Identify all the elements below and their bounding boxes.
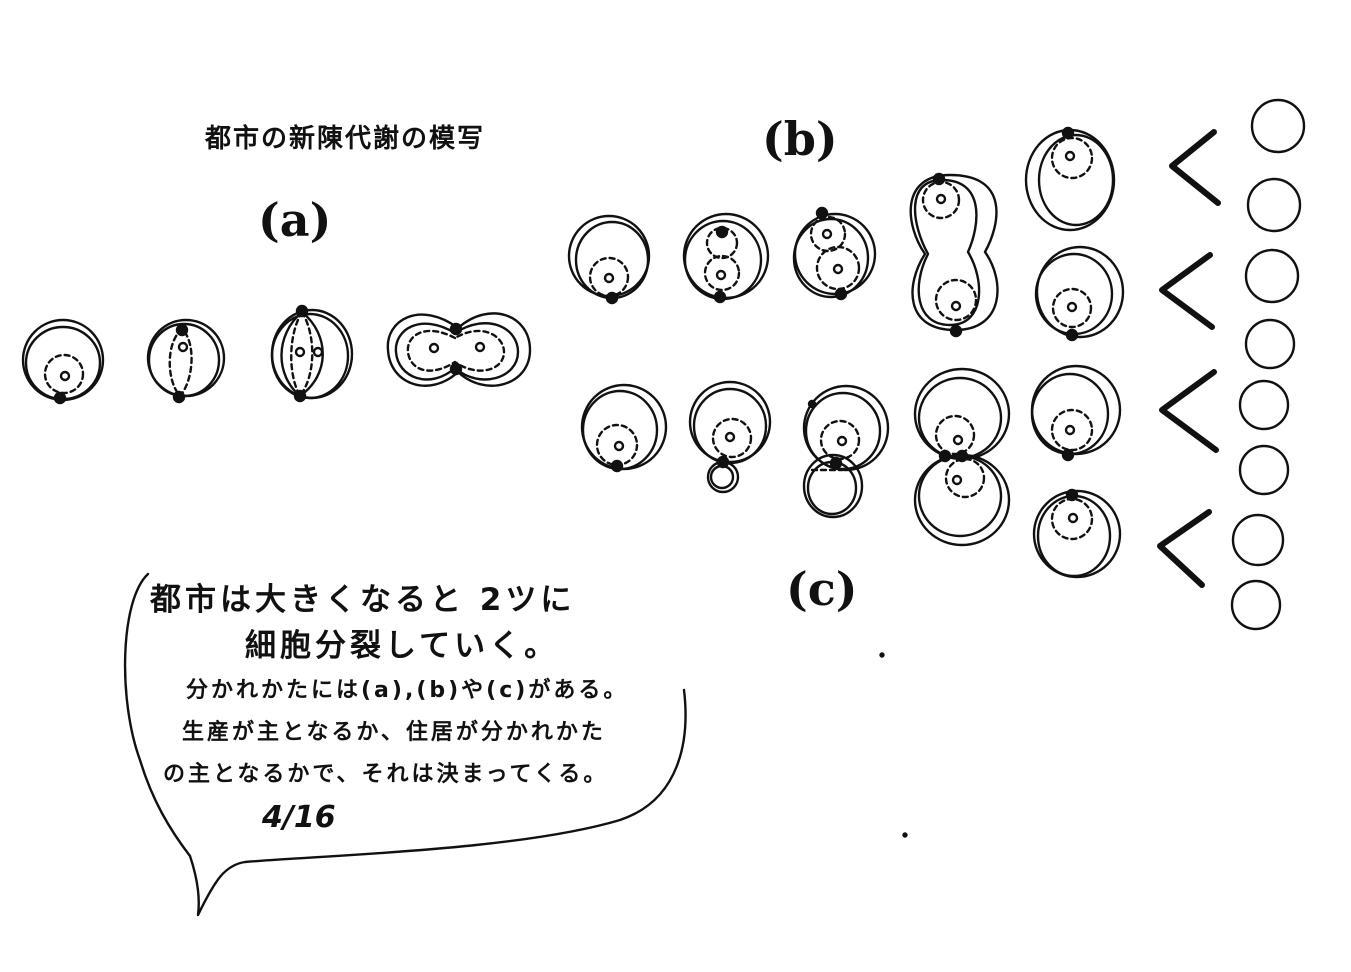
cell-c6 [1032, 488, 1122, 579]
note-line-1: 都市は大きくなると 2ツに [150, 582, 576, 618]
note-line-2: 細胞分裂していく。 [245, 628, 560, 664]
cell-c4 [913, 367, 1011, 547]
note-date: 4/16 [262, 800, 336, 835]
speech-bubble [123, 572, 687, 917]
label-a: (a) [258, 193, 332, 247]
cell-b5 [1024, 126, 1116, 232]
cell-b1 [567, 214, 651, 305]
diagram-c [580, 364, 1290, 631]
circle-column [1244, 98, 1306, 370]
cell-c3 [802, 384, 890, 519]
circle-column-lower [1230, 379, 1290, 631]
cell-a2 [146, 318, 226, 404]
note-line-4: 生産が主となるか、住居が分かれかた [182, 720, 606, 745]
cell-a1 [21, 318, 105, 405]
cell-a3 [270, 304, 354, 403]
label-c: (c) [786, 562, 858, 616]
cell-b4 [909, 172, 999, 338]
cell-c5 [1030, 364, 1122, 462]
note-line-5: の主となるかで、それは決まってくる。 [163, 762, 609, 787]
note-line-3: 分かれかたには(a),(b)や(c)がある。 [186, 678, 629, 703]
less-than-arrow-2 [1159, 252, 1215, 330]
cell-c2 [688, 380, 772, 494]
cell-b3 [792, 206, 877, 301]
less-than-arrow-3 [1159, 369, 1219, 453]
cell-a4 [386, 312, 532, 387]
label-b: (b) [762, 112, 838, 166]
cell-c1 [580, 383, 668, 473]
diagram-a [21, 304, 532, 405]
less-than-arrow-4 [1157, 509, 1212, 588]
cell-b6 [1034, 245, 1125, 342]
page-title: 都市の新陳代謝の模写 [205, 124, 486, 154]
less-than-arrow-1 [1169, 129, 1221, 206]
cell-b2 [682, 212, 770, 304]
diagram-b [567, 98, 1306, 370]
